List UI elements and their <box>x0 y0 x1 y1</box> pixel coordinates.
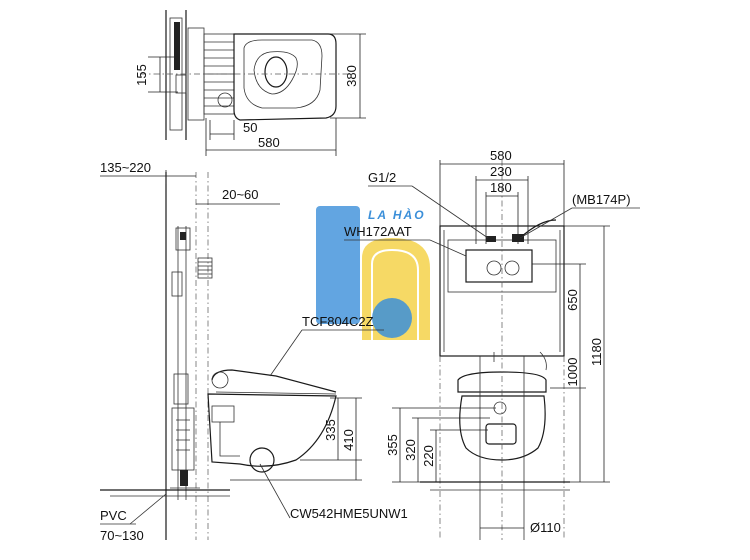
watermark-blue-bar <box>316 206 360 324</box>
watermark-logo: LA HÀO <box>316 206 430 340</box>
top-view: 155 380 50 580 <box>134 10 366 156</box>
side-dim-335: 335 <box>323 419 338 441</box>
side-dim-20-60: 20~60 <box>222 187 259 202</box>
front-view: 580 230 180 G1/2 (MB174P) WH172AAT 650 1… <box>344 148 640 540</box>
watermark-blue-dot <box>372 298 412 338</box>
top-dim-155: 155 <box>134 64 149 86</box>
label-pvc: PVC <box>100 508 127 523</box>
top-dim-380: 380 <box>344 65 359 87</box>
front-dim-320: 320 <box>403 439 418 461</box>
label-pvc-range: 70~130 <box>100 528 144 543</box>
front-view-frame <box>439 225 565 357</box>
front-dim-220: 220 <box>421 445 436 467</box>
label-connector: (MB174P) <box>572 192 631 207</box>
front-dim-580: 580 <box>490 148 512 163</box>
front-view-flush-plate <box>465 249 533 283</box>
front-dim-230: 230 <box>490 164 512 179</box>
side-dim-410: 410 <box>341 429 356 451</box>
side-view: 135~220 20~60 335 410 TCF804C2Z CW542HME… <box>100 160 408 543</box>
front-dim-1180: 1180 <box>589 338 604 366</box>
front-dim-355: 355 <box>385 434 400 456</box>
side-dim-135-220: 135~220 <box>100 160 151 175</box>
label-plate-model: WH172AAT <box>344 224 412 239</box>
front-dim-180: 180 <box>490 180 512 195</box>
front-dim-1000: 1000 <box>565 358 580 387</box>
front-view-bowl <box>457 371 547 393</box>
top-dim-50: 50 <box>243 120 257 135</box>
label-inlet-g12: G1/2 <box>368 170 396 185</box>
side-view-bowl <box>207 393 337 467</box>
label-drain-diameter: Ø110 <box>530 520 561 535</box>
watermark-text: LA HÀO <box>368 207 426 222</box>
front-dim-650: 650 <box>565 289 580 311</box>
label-seat-model: TCF804C2Z <box>302 314 374 329</box>
top-dim-580: 580 <box>258 135 280 150</box>
label-bowl-model: CW542HME5UNW1 <box>290 506 408 521</box>
top-view-bowl <box>233 33 337 121</box>
